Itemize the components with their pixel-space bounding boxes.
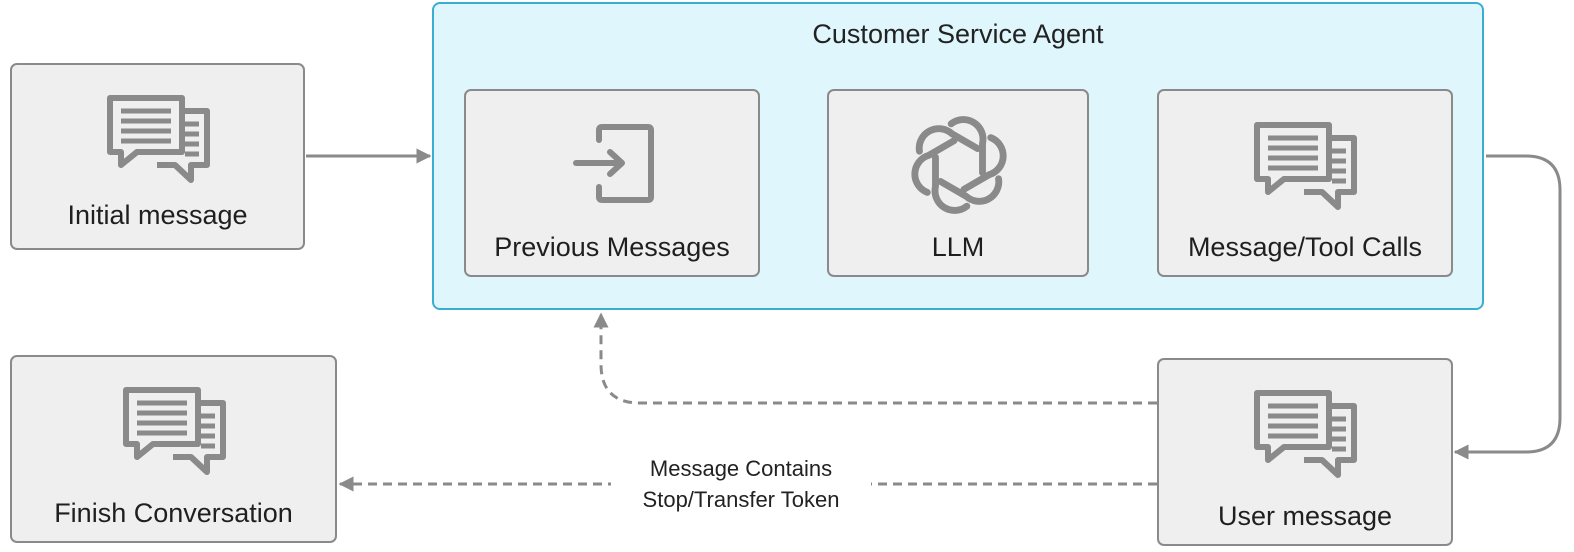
node-label: Previous Messages xyxy=(494,232,730,262)
node-label: Initial message xyxy=(67,200,248,230)
node-label: Message/Tool Calls xyxy=(1187,232,1423,262)
edge-label-line: Stop/Transfer Token xyxy=(642,487,840,512)
node-initial-message[interactable]: Initial message xyxy=(10,63,305,250)
edge-user-back-to-agent xyxy=(593,312,1157,405)
node-label: LLM xyxy=(931,232,985,262)
agent-title: Customer Service Agent xyxy=(812,19,1104,49)
node-user-message[interactable]: User message xyxy=(1157,358,1453,546)
openai-logo-icon xyxy=(911,116,1007,214)
chat-bubbles-icon xyxy=(107,95,210,183)
node-previous-messages[interactable]: Previous Messages xyxy=(464,89,760,277)
edge-agent-to-user-message xyxy=(1453,154,1562,460)
node-label: User message xyxy=(1217,501,1393,531)
chat-bubbles-icon xyxy=(1254,390,1357,478)
sign-in-icon xyxy=(573,124,654,203)
node-message-tool-calls[interactable]: Message/Tool Calls xyxy=(1157,89,1453,277)
node-label: Finish Conversation xyxy=(54,498,293,528)
edge-label-stop-transfer: Message Contains Stop/Transfer Token xyxy=(611,453,871,515)
node-llm[interactable]: LLM xyxy=(827,89,1089,277)
chat-bubbles-icon xyxy=(1254,122,1357,210)
chat-bubbles-icon xyxy=(123,387,226,475)
edge-label-line: Message Contains xyxy=(649,456,833,481)
node-finish-conversation[interactable]: Finish Conversation xyxy=(10,355,337,543)
